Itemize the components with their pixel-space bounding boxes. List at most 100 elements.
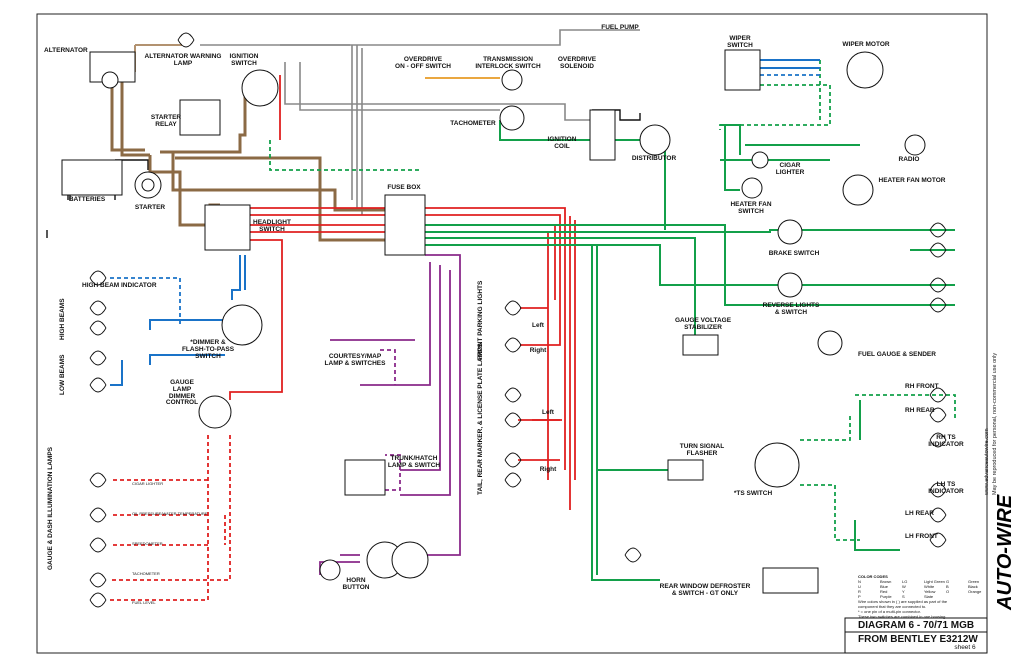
legend-color: Blue — [880, 584, 889, 589]
ts-switch-symbol — [754, 442, 800, 488]
copyright-site: www.advanceautowire.com — [984, 428, 990, 495]
label-starter-relay: STARTER RELAY — [150, 114, 182, 128]
horn-right — [391, 541, 429, 579]
label-wiper-motor: WIPER MOTOR — [842, 41, 890, 48]
label-rh-rear: RH REAR — [905, 407, 935, 414]
label-distributor: DISTRIBUTOR — [631, 155, 677, 162]
headlight-switch-box — [204, 204, 251, 251]
diagram-source: FROM BENTLEY E3212W — [858, 634, 978, 645]
label-lh-ts: LH TS INDICATOR — [928, 481, 964, 495]
legend-note: These two switches are combined in one h… — [858, 614, 947, 619]
sheet-number: sheet 6 — [954, 644, 976, 651]
legend-code: W — [902, 584, 906, 589]
cigar-lighter-symbol — [751, 151, 769, 169]
green-dashed-wires — [269, 60, 956, 541]
label-horn: HORN BUTTON — [342, 577, 370, 591]
dash-lamp-item: SPEEDOMETER — [132, 541, 163, 546]
label-low-beams: LOW BEAMS — [59, 354, 66, 395]
legend-color: Red — [880, 589, 888, 594]
legend-code: U — [858, 584, 861, 589]
legend-color: Brown — [880, 579, 892, 584]
fuse-box-shape — [384, 194, 426, 256]
legend-note: component that they are connected to. — [858, 604, 927, 609]
horn-button-symbol — [319, 559, 341, 581]
label-rear-defrost: REAR WINDOW DEFROSTER & SWITCH - GT ONLY — [659, 583, 751, 597]
label-high-beam-ind: HIGH BEAM INDICATOR — [82, 282, 157, 289]
tachometer-symbol — [499, 105, 525, 131]
label-turn-flasher: TURN SIGNAL FLASHER — [679, 443, 725, 457]
label-gauge-dimmer: GAUGE LAMP DIMMER CONTROL — [165, 379, 199, 407]
label-lh-rear: LH REAR — [905, 510, 934, 517]
legend-color: Black — [968, 584, 978, 589]
label-lh-front: LH FRONT — [905, 533, 938, 540]
legend-color: Light Green — [924, 579, 945, 584]
brand-logo: AUTO-WIRE — [994, 494, 1016, 610]
legend-color: Yellow — [924, 589, 936, 594]
label-radio: RADIO — [898, 156, 920, 163]
ignition-switch-symbol — [241, 69, 279, 107]
dash-lamp-item: TACHOMETER — [132, 571, 160, 576]
label-right-rear: Right — [539, 466, 557, 473]
wiper-switch-box — [724, 49, 761, 91]
purple-dashed-wires — [380, 349, 401, 491]
trans-switch-symbol — [501, 69, 523, 91]
black-wires — [46, 109, 641, 238]
legend-code: B — [946, 584, 949, 589]
label-trunk: TRUNK/HATCH LAMP & SWITCH — [387, 455, 441, 469]
legend-color: White — [924, 584, 935, 589]
label-left-front: Left — [532, 322, 544, 329]
label-tachometer: TACHOMETER — [450, 120, 496, 127]
label-left-rear: Left — [542, 409, 554, 416]
wiper-motor-symbol — [846, 51, 884, 89]
label-ignition-coil: IGNITION COIL — [547, 136, 577, 150]
blue-dashed-wires — [110, 74, 820, 325]
legend-note: * = one pin of a multi-pin connector. — [858, 609, 921, 614]
label-heater-fan-switch: HEATER FAN SWITCH — [730, 201, 772, 215]
label-high-beams: HIGH BEAMS — [59, 298, 66, 340]
legend-heading: COLOR CODES — [858, 574, 888, 579]
label-cigar-lighter: CIGAR LIGHTER — [775, 162, 805, 176]
dash-lamp-item: FUEL LEVEL — [132, 600, 156, 605]
label-heater-fan-motor: HEATER FAN MOTOR — [878, 177, 946, 184]
lamp-bulbs — [89, 32, 947, 608]
diagram-border — [36, 13, 988, 654]
legend-code: G — [946, 579, 950, 584]
gauge-stabilizer-box — [682, 334, 719, 356]
label-alternator: ALTERNATOR — [44, 47, 88, 54]
label-alt-warning: ALTERNATOR WARNING LAMP — [144, 53, 222, 67]
legend-color: Slate — [924, 594, 934, 599]
heater-fan-switch-symbol — [741, 177, 763, 199]
label-od-solenoid: OVERDRIVE SOLENOID — [557, 56, 597, 70]
label-od-switch: OVERDRIVE ON - OFF SWITCH — [395, 56, 451, 70]
component-symbols — [61, 49, 926, 594]
copyright-notice: May be reproduced for personal, non-comm… — [992, 352, 998, 495]
heater-fan-motor-symbol — [842, 174, 874, 206]
radio-symbol — [904, 134, 926, 156]
legend-color: Purple — [880, 594, 892, 599]
label-dimmer: *DIMMER & FLASH-TO-PASS SWITCH — [181, 339, 235, 360]
legend-row: U Blue W White B Black — [858, 584, 990, 589]
legend-code: Y — [902, 589, 905, 594]
trunk-switch-box — [344, 459, 386, 496]
label-tail-rear: TAIL, REAR MARKER, & LICENSE PLATE LAMPS — [477, 343, 484, 495]
legend-color: Orange — [968, 589, 982, 594]
label-courtesy: COURTESY/MAP LAMP & SWITCHES — [324, 353, 386, 367]
blue-wires — [110, 59, 820, 386]
label-fuel-pump: FUEL PUMP — [601, 24, 639, 31]
reverse-switch-symbol — [777, 272, 803, 298]
label-brake-switch: BRAKE SWITCH — [768, 250, 820, 257]
label-fuse-box: FUSE BOX — [387, 184, 421, 191]
dash-lamp-item: CIGAR LIGHTER — [132, 481, 164, 486]
dimmer-switch-symbol — [221, 304, 263, 346]
legend-code: O — [946, 589, 950, 594]
green-wires — [425, 120, 955, 581]
legend-code: S — [902, 594, 905, 599]
fuel-gauge-symbol — [817, 330, 843, 356]
dash-lamp-item: OIL PRESSURE/WATER TEMPERATURE — [132, 511, 208, 516]
slate-wires — [200, 29, 640, 215]
label-ts-switch: *TS SWITCH — [733, 490, 773, 497]
